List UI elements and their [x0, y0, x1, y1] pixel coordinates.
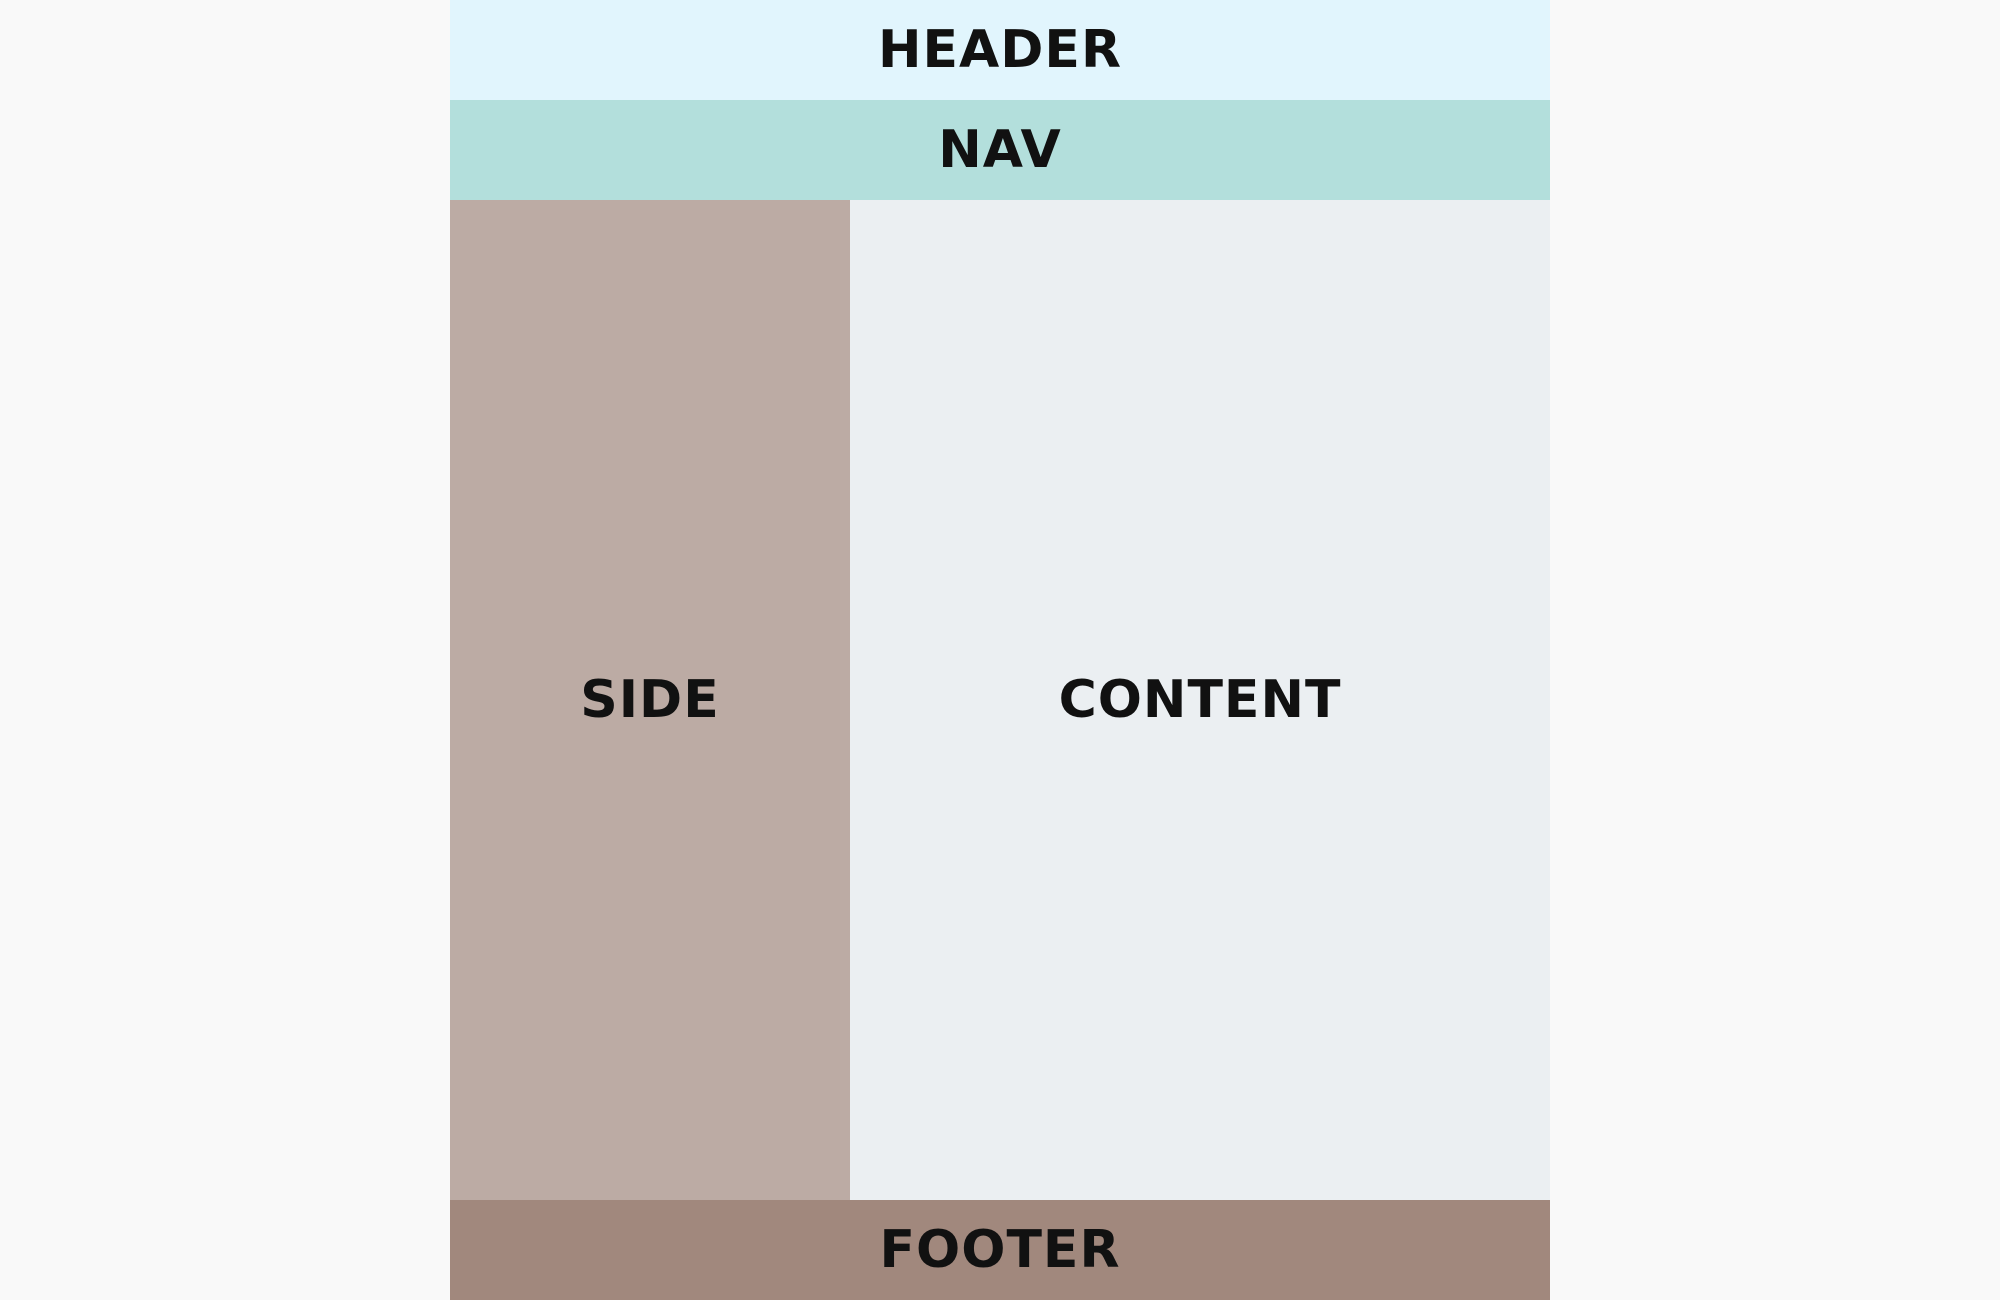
header-label: HEADER [877, 20, 1122, 80]
content-label: CONTENT [1058, 670, 1342, 730]
side-label: SIDE [580, 670, 720, 730]
nav-region: NAV [450, 100, 1550, 200]
footer-region: FOOTER [450, 1200, 1550, 1300]
header-region: HEADER [450, 0, 1550, 100]
layout-grid: HEADER NAV SIDE CONTENT FOOTER [450, 0, 1550, 1300]
footer-label: FOOTER [879, 1220, 1121, 1280]
side-region: SIDE [450, 200, 850, 1200]
nav-label: NAV [938, 120, 1062, 180]
content-region: CONTENT [850, 200, 1550, 1200]
